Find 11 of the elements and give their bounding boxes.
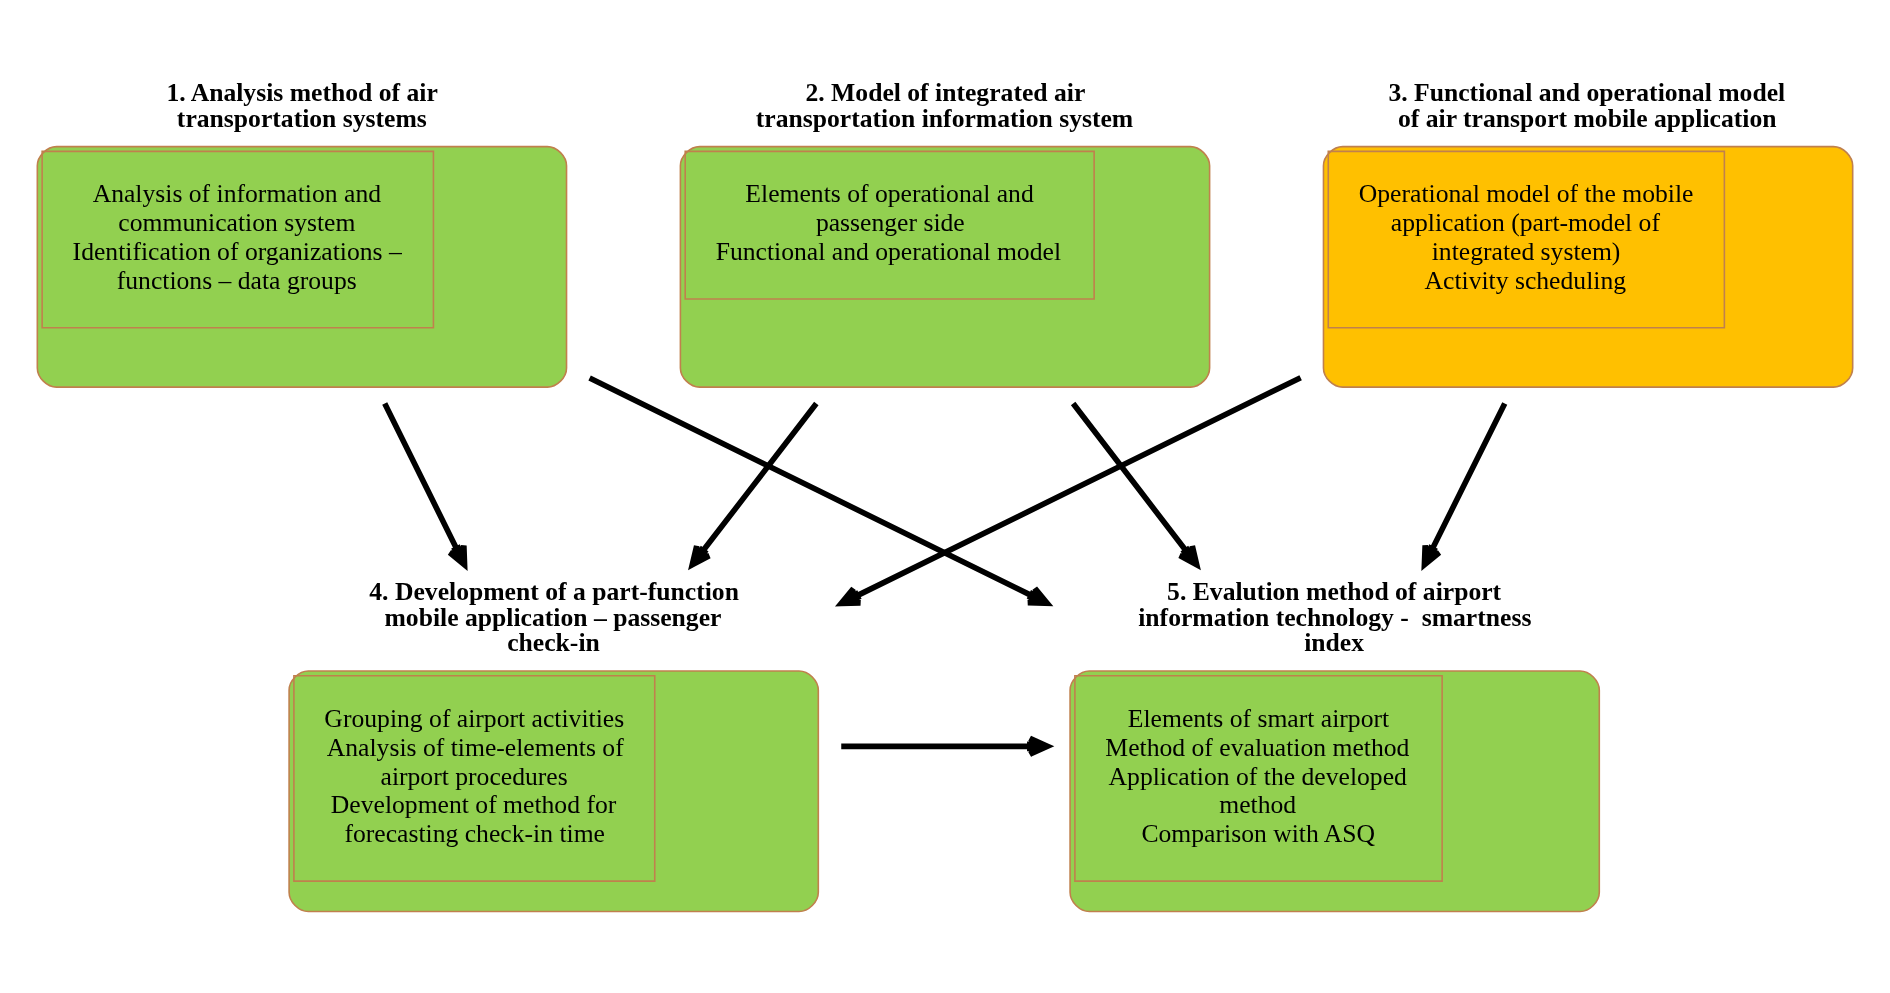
node-label: 5. Evalution method of airport information technology - smartness index (1138, 576, 1532, 657)
arrow (1421, 401, 1508, 568)
node-label: 2. Model of integrated air transportation information system (755, 77, 1134, 133)
node-label: 3. Functional and operational model of air transport mobile application (1388, 77, 1786, 133)
arrow (588, 375, 1051, 606)
arrow (1070, 401, 1200, 568)
arrow (689, 401, 819, 568)
node-label: 4. Development of a part-function mobile application – passenger check-in (369, 576, 739, 657)
arrow (838, 374, 1302, 606)
node-label: 1. Analysis method of air transportation systems (166, 77, 438, 133)
arrow (382, 401, 468, 568)
